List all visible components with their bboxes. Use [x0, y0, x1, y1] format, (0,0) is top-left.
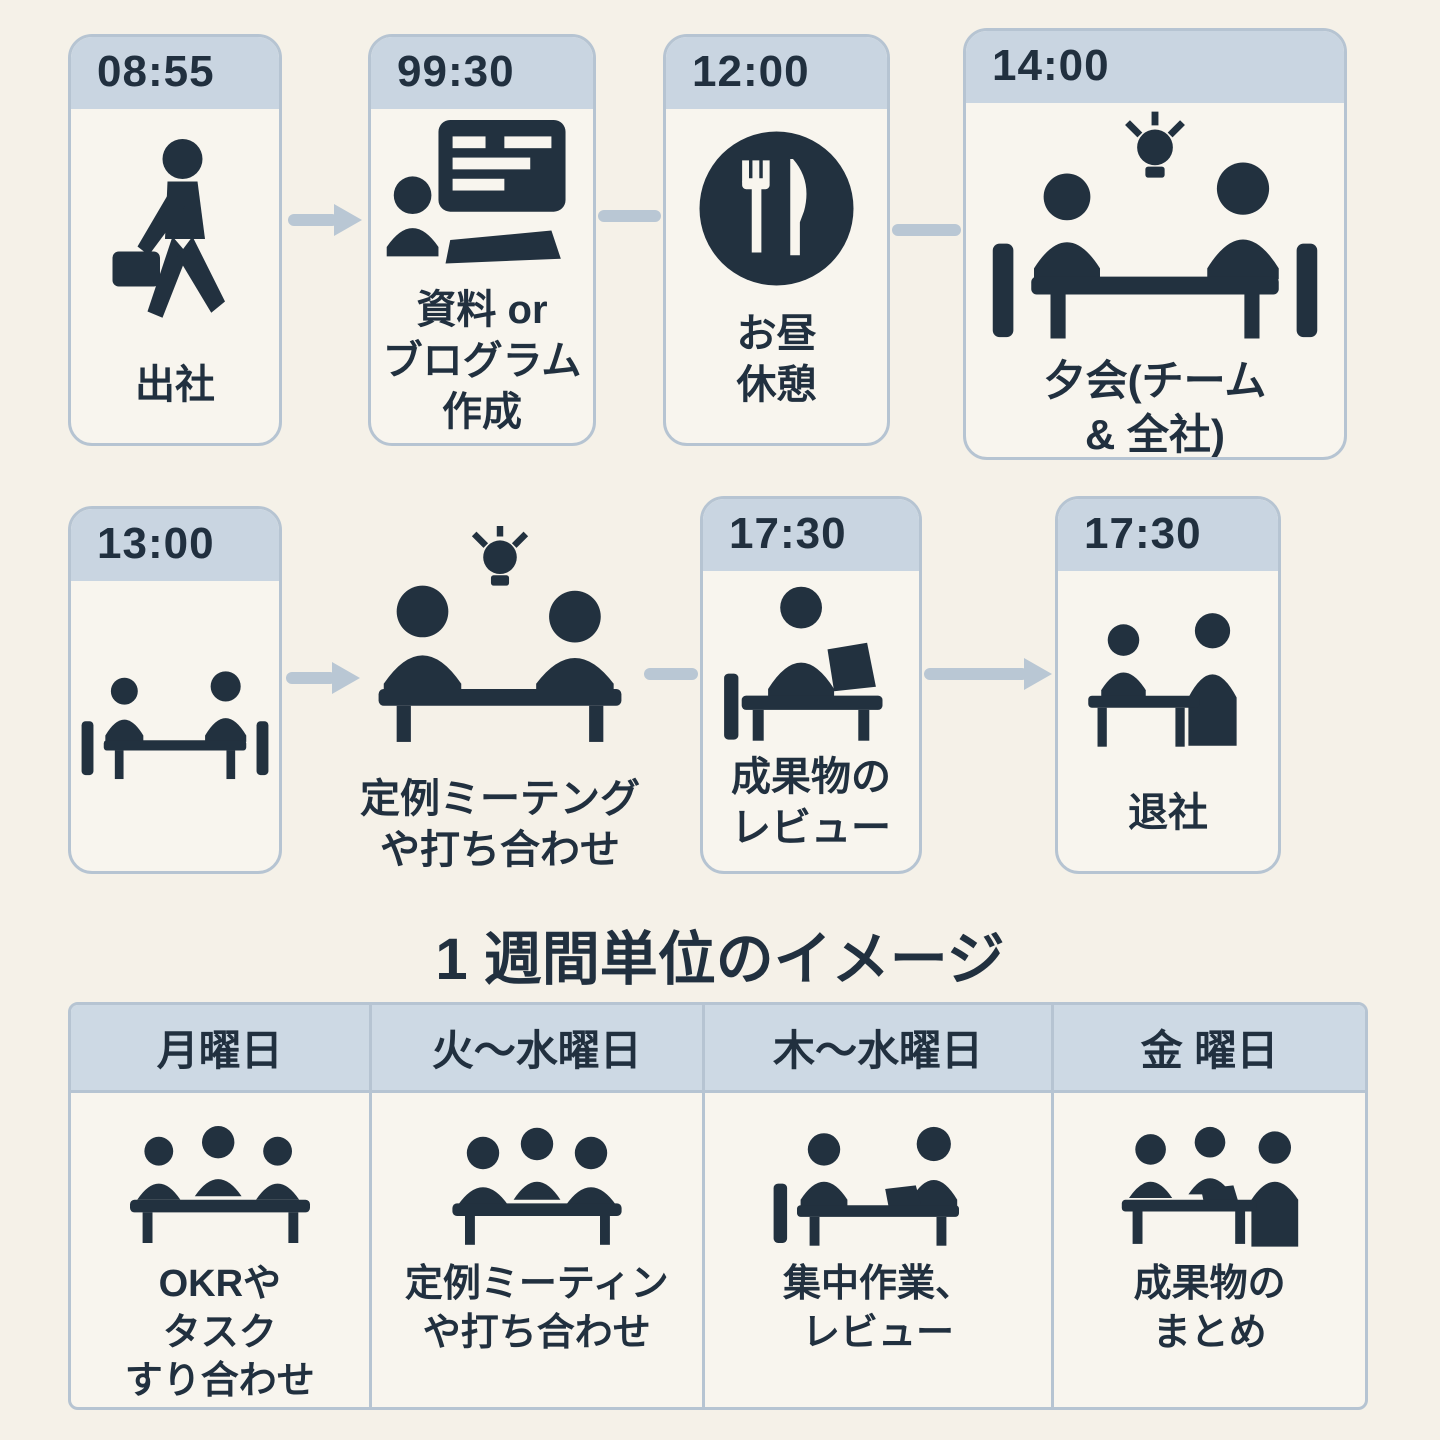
day-cell-monday: OKRや タスク すり合わせ — [71, 1093, 369, 1407]
weekly-table: 月曜日 火〜水曜日 木〜水曜日 金 曜日 OKRや タスク すり合わせ — [68, 1002, 1368, 1410]
day-header-monday: 月曜日 — [71, 1005, 369, 1093]
card-material-creation: 99:30 資料 or ブログラム 作成 — [368, 34, 596, 446]
card-deliverable-review: 17:30 成果物の レビュー — [700, 496, 922, 874]
connector-line — [892, 224, 961, 236]
card-label: 退社 — [1128, 790, 1208, 835]
card-one-on-one: 13:00 — [68, 506, 282, 874]
discussion-idea-icon — [378, 525, 622, 742]
time-badge: 14:00 — [966, 31, 1344, 103]
card-leave-office: 17:30 退社 — [1055, 496, 1281, 874]
day-cell-label: 成果物の まとめ — [1133, 1263, 1286, 1354]
card-label: 成果物の レビュー — [731, 755, 891, 851]
laptop-work-icon — [724, 586, 883, 741]
weekly-title: 1 週間単位のイメージ — [435, 927, 1005, 992]
day-cell-tue-wed: 定例ミーティン や打ち合わせ — [368, 1093, 702, 1407]
focus-work-icon — [773, 1126, 959, 1246]
day-cell-label: OKRや タスク すり合わせ — [124, 1263, 315, 1403]
card-lunch: 12:00 お昼 休憩 — [663, 34, 890, 446]
card-evening-meeting: 14:00 夕会(チーム & 全社) — [963, 28, 1347, 460]
deliverable-wrapup-icon — [1121, 1126, 1298, 1247]
time-badge: 17:30 — [703, 499, 919, 571]
group-meeting-icon — [129, 1126, 310, 1243]
card-arrive: 08:55 出社 — [68, 34, 282, 446]
team-meeting-idea-icon — [992, 111, 1318, 339]
time-badge: 17:30 — [1058, 499, 1278, 571]
day-cell-friday: 成果物の まとめ — [1051, 1093, 1365, 1407]
connector-line — [598, 210, 661, 222]
lunch-icon — [699, 131, 854, 286]
arrow-right-icon — [288, 204, 362, 236]
two-people-table-icon — [81, 671, 269, 780]
day-cell-thu-wed: 集中作業、 レビュー — [701, 1093, 1051, 1407]
day-header-friday: 金 曜日 — [1051, 1005, 1365, 1093]
time-badge: 08:55 — [71, 37, 279, 109]
time-badge: 12:00 — [666, 37, 887, 109]
day-header-tue-wed: 火〜水曜日 — [368, 1005, 702, 1093]
regular-meeting-block: 定例ミーテング や打ち合わせ — [330, 498, 670, 876]
presentation-icon — [386, 119, 566, 264]
card-label: 資料 or ブログラム 作成 — [382, 288, 582, 435]
day-header-thu-wed: 木〜水曜日 — [701, 1005, 1052, 1093]
connector-line — [644, 668, 698, 680]
two-people-desk-icon — [1088, 613, 1237, 748]
group-discussion-icon — [452, 1127, 622, 1245]
time-badge: 13:00 — [71, 509, 279, 581]
card-label: 夕会(チーム & 全社) — [1043, 357, 1267, 458]
block-label: 定例ミーテング や打ち合わせ — [360, 776, 640, 872]
time-badge: 99:30 — [371, 37, 593, 109]
arrow-right-icon — [924, 658, 1052, 690]
card-label: 出社 — [135, 362, 215, 407]
arrow-right-icon — [286, 662, 360, 694]
day-cell-label: 定例ミーティン や打ち合わせ — [404, 1263, 669, 1354]
day-cell-label: 集中作業、 レビュー — [783, 1263, 974, 1354]
walking-person-icon — [112, 139, 225, 319]
card-label: お昼 休憩 — [736, 311, 817, 407]
